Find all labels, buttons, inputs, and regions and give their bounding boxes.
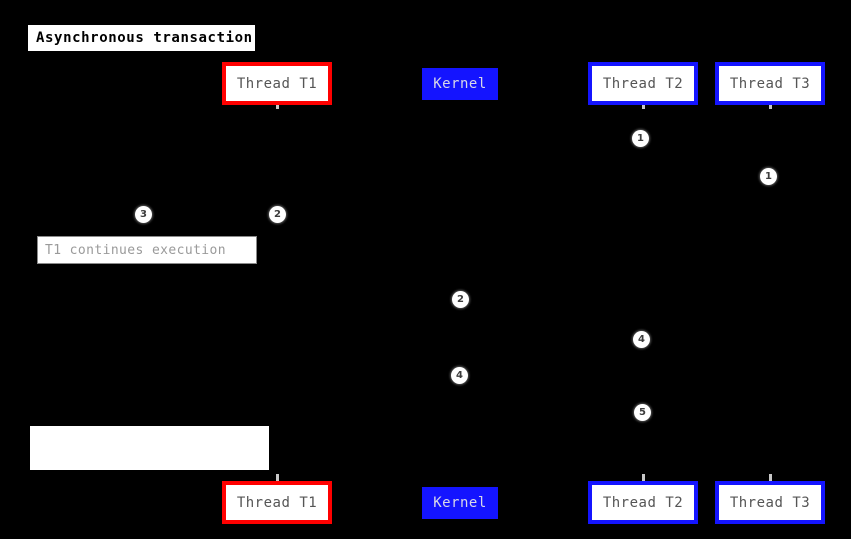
step-marker-label: 4	[638, 333, 645, 345]
step-marker-2-kernel[interactable]: 2	[452, 291, 469, 308]
step-marker-label: 1	[637, 132, 644, 144]
empty-note-box[interactable]	[30, 426, 269, 470]
lifeline-stub-t2-top	[642, 103, 645, 109]
lifeline-head-thread-t1[interactable]: Thread T1	[222, 481, 332, 524]
step-marker-4-kernel[interactable]: 4	[451, 367, 468, 384]
step-marker-label: 2	[274, 208, 281, 220]
lifeline-head-thread-t3[interactable]: Thread T3	[715, 481, 825, 524]
lifeline-head-label: Kernel	[433, 495, 487, 511]
step-marker-3-t1[interactable]: 3	[135, 206, 152, 223]
lifeline-head-label: Thread T1	[236, 494, 318, 511]
lifeline-stub-t1-bottom	[276, 474, 279, 482]
step-marker-1-t2[interactable]: 1	[632, 130, 649, 147]
t1-continues-execution-note[interactable]: T1 continues execution	[37, 236, 257, 264]
step-marker-4-t2[interactable]: 4	[633, 331, 650, 348]
lifeline-stub-t3-top	[769, 103, 772, 109]
step-marker-label: 1	[765, 170, 772, 182]
lifeline-head-thread-t2[interactable]: Thread T2	[588, 62, 698, 105]
step-marker-2-t1[interactable]: 2	[269, 206, 286, 223]
step-marker-label: 3	[140, 208, 147, 220]
lifeline-head-label: Thread T1	[236, 75, 318, 92]
diagram-title-label: Asynchronous transaction	[28, 25, 255, 51]
lifeline-head-kernel[interactable]: Kernel	[422, 68, 498, 100]
step-marker-label: 4	[456, 369, 463, 381]
step-marker-5-t2[interactable]: 5	[634, 404, 651, 421]
step-marker-label: 5	[639, 406, 646, 418]
lifeline-head-label: Kernel	[433, 76, 487, 92]
lifeline-head-label: Thread T3	[729, 75, 811, 92]
lifeline-stub-t2-bottom	[642, 474, 645, 482]
lifeline-head-thread-t1[interactable]: Thread T1	[222, 62, 332, 105]
step-marker-1-t3[interactable]: 1	[760, 168, 777, 185]
lifeline-stub-t1-top	[276, 103, 279, 109]
lifeline-head-label: Thread T2	[602, 494, 684, 511]
note-text: T1 continues execution	[45, 242, 226, 258]
lifeline-head-thread-t3[interactable]: Thread T3	[715, 62, 825, 105]
step-marker-label: 2	[457, 293, 464, 305]
lifeline-head-label: Thread T2	[602, 75, 684, 92]
lifeline-head-label: Thread T3	[729, 494, 811, 511]
lifeline-stub-t3-bottom	[769, 474, 772, 482]
lifeline-head-thread-t2[interactable]: Thread T2	[588, 481, 698, 524]
lifeline-head-kernel[interactable]: Kernel	[422, 487, 498, 519]
